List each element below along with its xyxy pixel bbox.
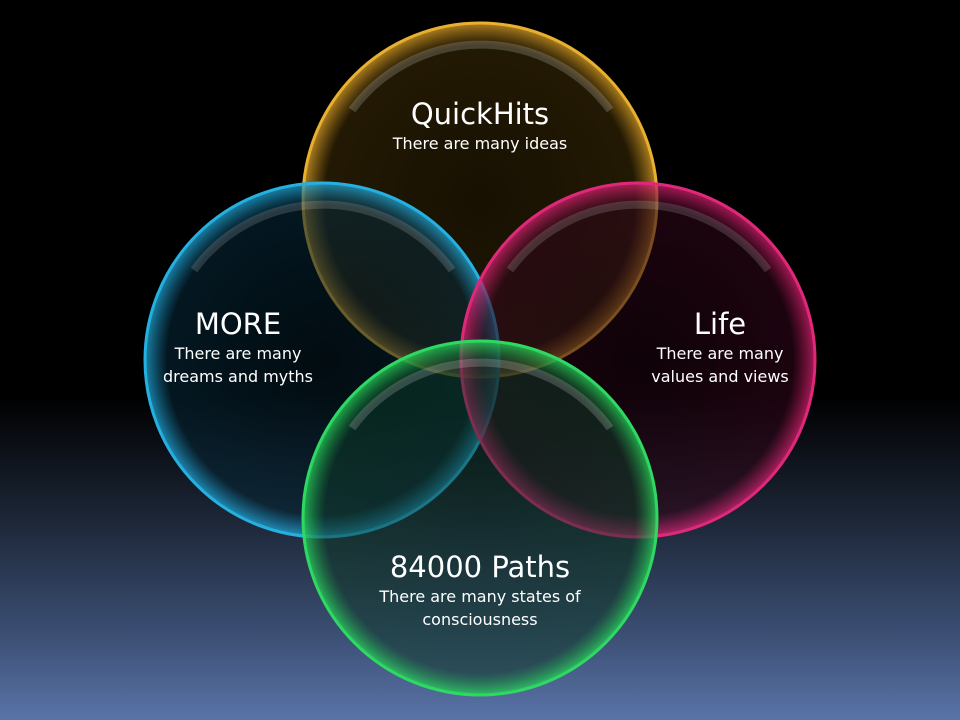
circle-right-title: Life [693, 307, 747, 341]
circle-top-title: QuickHits [410, 97, 550, 131]
circle-right-label: Life There are many values and views [640, 306, 800, 388]
circle-top-desc: There are many ideas [392, 134, 568, 153]
circle-top-label: QuickHits There are many ideas [360, 96, 600, 155]
circle-bottom-title: 84000 Paths [389, 550, 571, 584]
circle-bottom [301, 339, 659, 697]
circle-right-desc: There are many values and views [651, 344, 789, 386]
circle-left-title: MORE [194, 307, 282, 341]
circle-bottom-label: 84000 Paths There are many states of con… [350, 549, 610, 631]
circle-bottom-desc: There are many states of consciousness [379, 587, 581, 629]
circle-left-desc: There are many dreams and myths [162, 344, 314, 386]
circle-left-label: MORE There are many dreams and myths [158, 306, 318, 388]
